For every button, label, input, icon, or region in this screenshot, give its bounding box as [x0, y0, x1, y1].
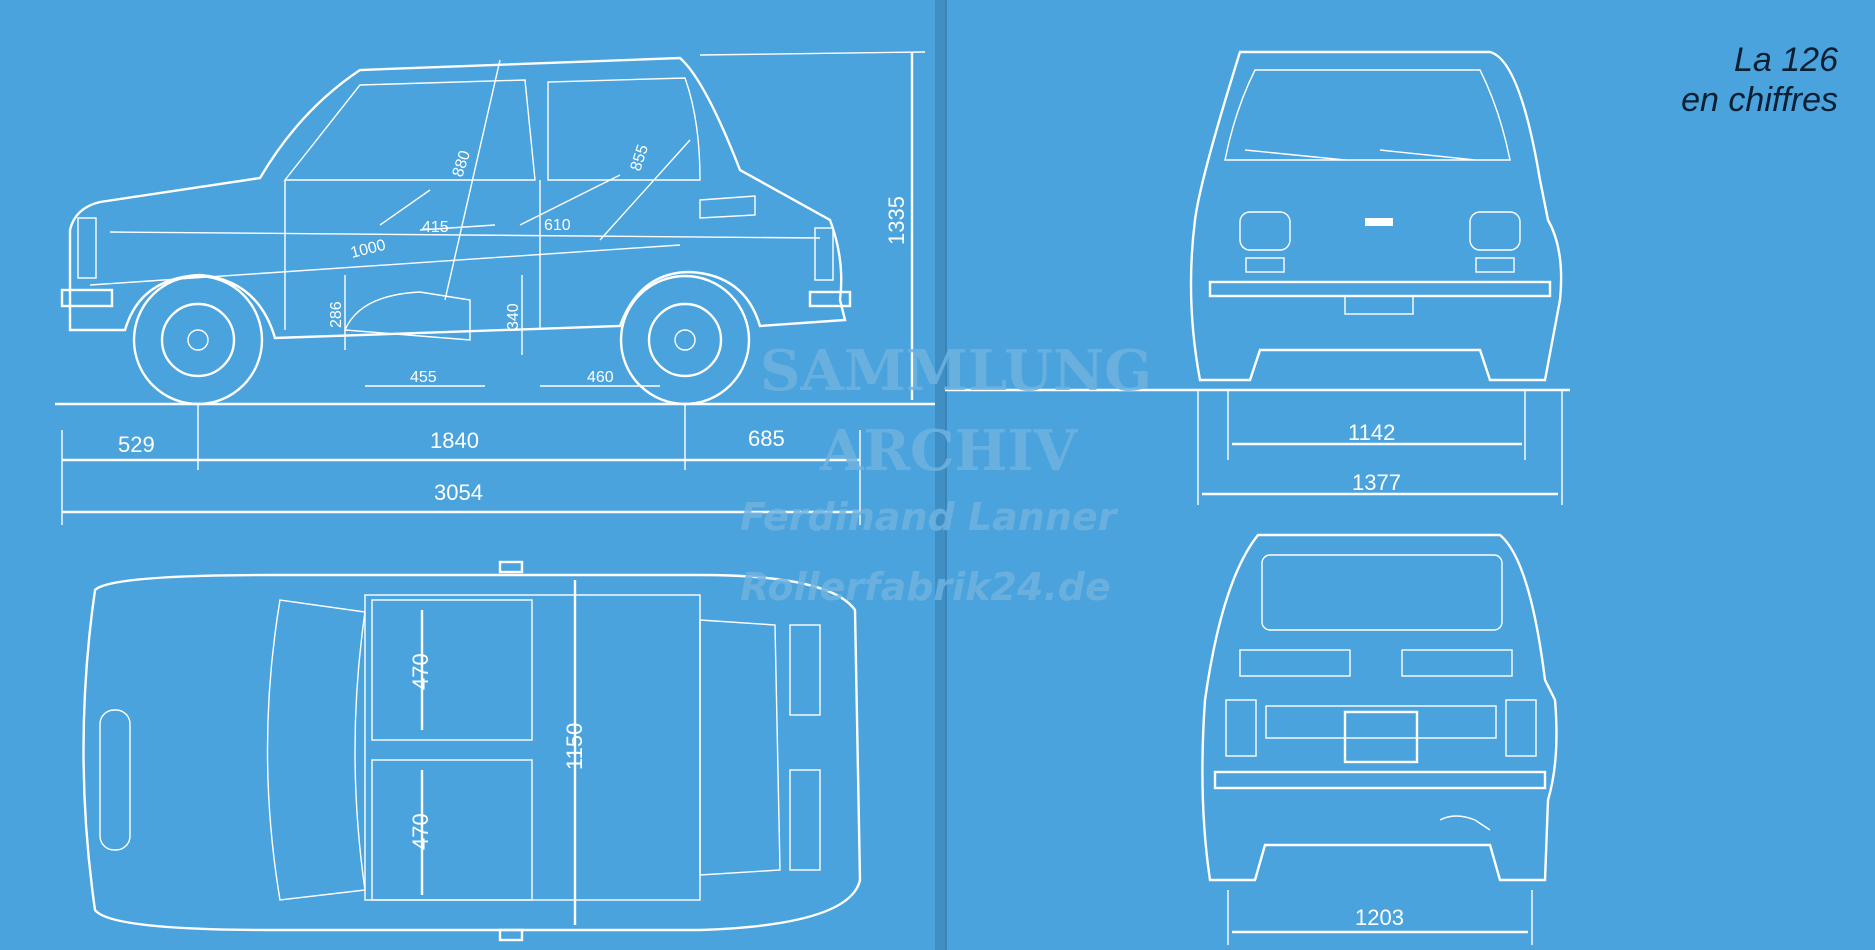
dim-floor-front: 455	[410, 369, 437, 386]
dim-top-seat-rear: 470	[408, 813, 433, 850]
dim-width: 1377	[1352, 470, 1401, 495]
dim-top-width-inner: 1150	[562, 723, 587, 770]
page-gutter	[935, 0, 945, 950]
dim-legroom-front: 1000	[349, 237, 388, 262]
dim-height: 1335	[884, 196, 909, 245]
watermark-line-3: Ferdinand Lanner	[740, 495, 1119, 539]
side-view	[60, 51, 926, 525]
dim-floor-rear: 460	[587, 369, 614, 386]
watermark-line-2: ARCHIV	[819, 418, 1079, 484]
top-view	[82, 560, 862, 942]
dim-length: 3054	[434, 480, 483, 505]
dim-top-seat-front: 470	[408, 653, 433, 690]
title-line-1: La 126	[1734, 41, 1838, 79]
front-view	[1189, 50, 1563, 505]
dim-track-front: 1142	[1348, 420, 1395, 445]
dim-wheelbase: 1840	[430, 428, 479, 453]
dim-seat-front: 286	[328, 301, 345, 328]
dim-overhang-front: 529	[118, 432, 155, 457]
left-page	[0, 0, 937, 950]
dim-gap-415: 415	[422, 219, 449, 236]
watermark-line-4: Rollerfabrik24.de	[740, 565, 1111, 609]
dim-track-rear: 1203	[1355, 905, 1404, 930]
dim-diag-rear: 855	[628, 142, 652, 173]
rear-view	[1201, 533, 1558, 945]
watermark-line-1: SAMMLUNG	[760, 338, 1152, 404]
dim-seat-rear: 340	[505, 303, 522, 330]
dim-diag-front: 880	[450, 148, 474, 179]
title-line-2: en chiffres	[1681, 81, 1838, 119]
dim-gap-610: 610	[544, 217, 571, 234]
right-page	[945, 0, 1875, 950]
dim-overhang-rear: 685	[748, 426, 785, 451]
page-title: La 126 en chiffres	[1598, 40, 1838, 120]
